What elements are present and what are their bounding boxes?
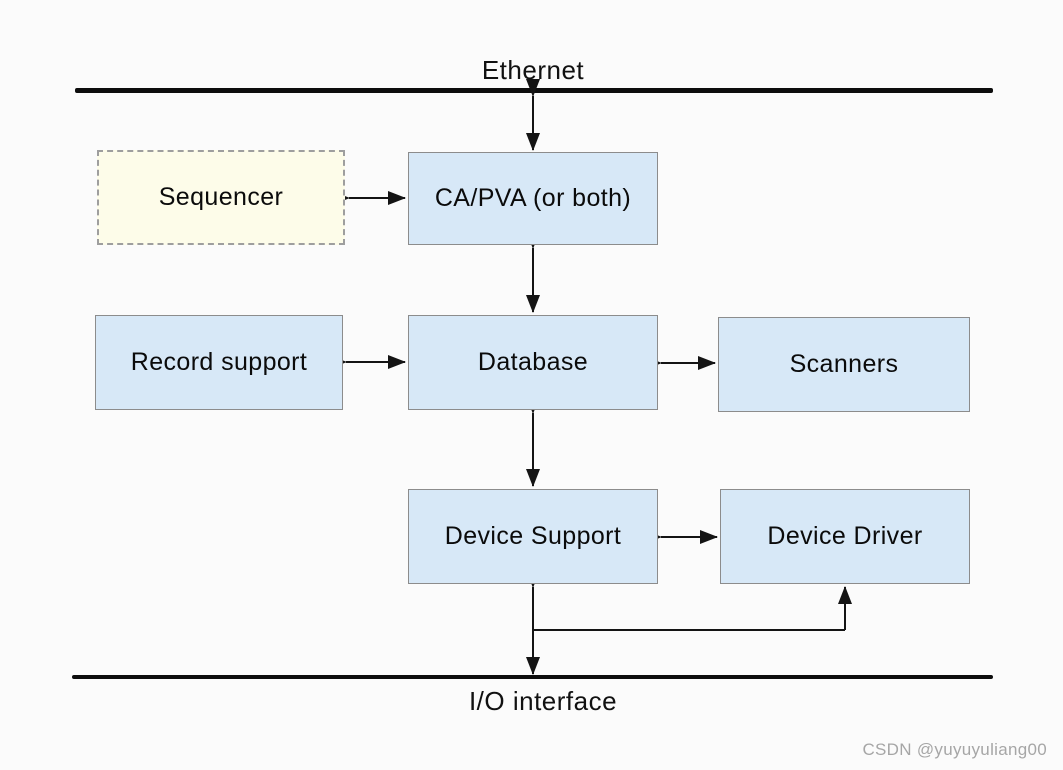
node-record-support: Record support xyxy=(95,315,343,410)
watermark-text: CSDN @yuyuyuliang00 xyxy=(862,740,1047,759)
node-device-support: Device Support xyxy=(408,489,658,584)
io-bus-line xyxy=(72,675,993,679)
node-sequencer: Sequencer xyxy=(97,150,345,245)
node-ca-pva: CA/PVA (or both) xyxy=(408,152,658,245)
ethernet-label: Ethernet xyxy=(481,55,585,85)
io-interface-label: I/O interface xyxy=(468,686,618,716)
node-device-driver: Device Driver xyxy=(720,489,970,584)
node-scanners: Scanners xyxy=(718,317,970,412)
node-database: Database xyxy=(408,315,658,410)
ethernet-bus-line xyxy=(75,88,993,93)
